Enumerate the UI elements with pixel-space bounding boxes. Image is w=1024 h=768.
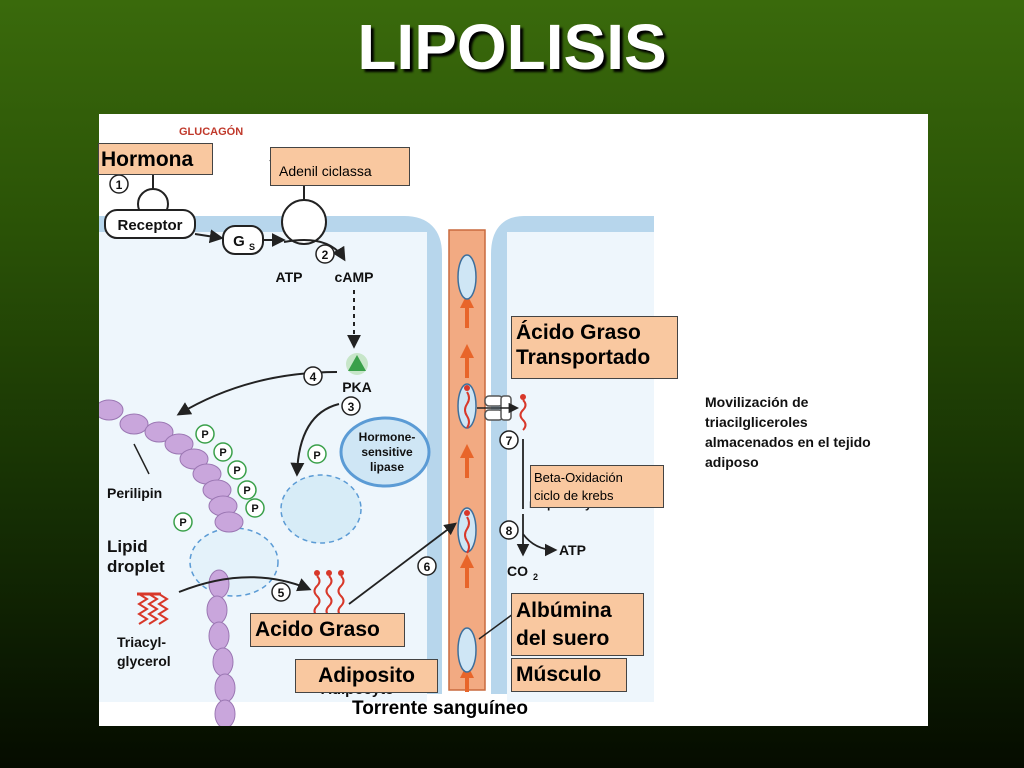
step-circle	[271, 582, 291, 602]
fatty-acid-to-albumin-arrow	[348, 522, 458, 605]
step-4-label: 4	[310, 370, 317, 384]
gs-label: G	[233, 233, 245, 250]
muscle-fatty-acid	[519, 399, 527, 431]
phosphate-label: P	[179, 517, 186, 529]
acido-graso-label: Acido Graso	[250, 613, 405, 647]
phosphate-label: P	[313, 450, 320, 462]
perilipin-pointer	[133, 443, 150, 475]
pka-triangle	[348, 355, 366, 371]
step-circle	[417, 556, 437, 576]
hormone-sensitive-lipase	[339, 416, 431, 488]
phosphate-label: P	[201, 429, 208, 441]
hsl-label-2: sensitive	[361, 445, 413, 459]
atp-to-camp-arrow	[283, 239, 346, 262]
diagram-panel: GLUCAGÓN Receptor 1 G S 2 ATP cAMP PKA	[99, 114, 928, 726]
step-3-label: 3	[348, 400, 355, 414]
pka-label: PKA	[342, 379, 372, 395]
glucagon-label: GLUCAGÓN	[179, 125, 243, 138]
lipid-droplet-label-2: droplet	[107, 557, 165, 576]
beta-oxidacion-label: Beta-Oxidación ciclo de krebs	[530, 465, 664, 508]
caption-line-1: Movilización de	[705, 394, 809, 410]
phosphate-circle	[307, 444, 327, 464]
fatty-acid-in-albumin	[464, 516, 470, 554]
hsl-label-1: Hormone-	[359, 430, 416, 444]
acido-graso-transportado-label: Ácido Graso Transportado	[511, 316, 678, 379]
step-circle	[499, 430, 519, 450]
musculo-label: Músculo	[511, 658, 627, 692]
camp-label: cAMP	[335, 269, 374, 285]
atp-label: ATP	[276, 269, 303, 285]
phosphate-groups	[173, 424, 265, 532]
adiposito-label: Adiposito	[295, 659, 438, 693]
albumina-label: Albúmina del suero	[511, 593, 644, 656]
flow-arrow	[460, 554, 474, 588]
albumina-line-1: Albúmina	[516, 599, 612, 622]
tag-to-fatty-acid-arrow	[178, 576, 312, 593]
gs-subscript: S	[249, 242, 255, 252]
receptor-label: Receptor	[117, 217, 182, 234]
slide-title: LIPOLISIS	[357, 11, 667, 83]
free-fatty-acids	[313, 575, 345, 617]
muscle-membrane	[491, 216, 654, 694]
adenylyl-cyclase	[281, 199, 327, 245]
flow-arrow	[460, 344, 474, 378]
fatty-acid-heads	[314, 570, 344, 576]
fatty-acid-head	[464, 385, 470, 391]
caption-line-4: adiposo	[705, 454, 759, 470]
triacylglycerol-icon	[137, 592, 169, 625]
fatty-acid-in-albumin	[464, 391, 470, 429]
beta-oxidacion-line-2: ciclo de krebs	[534, 487, 614, 503]
hormona-label: Hormona	[98, 143, 213, 175]
torrente-sanguineo-label: Torrente sanguíneo	[352, 698, 528, 719]
atp-output-label: ATP	[559, 542, 586, 558]
phosphate-label: P	[233, 465, 240, 477]
albumin-oval	[457, 627, 477, 673]
to-atp-arrow	[522, 533, 558, 557]
step-1-label: 1	[116, 178, 123, 192]
lipolysis-diagram: GLUCAGÓN Receptor 1 G S 2 ATP cAMP PKA	[99, 125, 871, 726]
receptor-body	[104, 209, 196, 239]
acido-graso-transportado-line-1: Ácido Graso	[516, 321, 641, 344]
perilipin-chain	[99, 399, 244, 533]
step-circle	[303, 366, 323, 386]
beta-oxidacion-line-1: Beta-Oxidación	[534, 470, 623, 485]
lipid-droplet-dashed	[189, 527, 279, 597]
step-8-label: 8	[506, 524, 513, 538]
pka-to-hsl-arrow	[290, 403, 340, 477]
lipid-droplet-label-1: Lipid	[107, 537, 148, 556]
fatty-acid-head	[464, 510, 470, 516]
flow-arrow	[460, 444, 474, 478]
phosphate-label: P	[243, 485, 250, 497]
step-5-label: 5	[278, 586, 285, 600]
phosphate-label: P	[219, 447, 226, 459]
phosphate-letters: P P P P P P	[179, 429, 258, 529]
step-6-label: 6	[424, 560, 431, 574]
triacylglycerol-label-1: Triacyl-	[117, 634, 166, 650]
acido-graso-transportado-line-2: Transportado	[516, 346, 651, 370]
step-circle	[315, 244, 335, 264]
triacylglycerol-label-2: glycerol	[117, 653, 171, 669]
step-circle	[109, 174, 129, 194]
adipocyte-membrane	[99, 216, 442, 694]
step-7-label: 7	[506, 434, 513, 448]
receptor-to-gs-arrow	[194, 229, 224, 244]
albumina-line-2: del suero	[516, 627, 610, 651]
adenil-ciclassa-label: Adenil ciclassa	[270, 147, 410, 186]
perilipin-label: Perilipin	[107, 485, 162, 501]
hsl-label-3: lipase	[370, 460, 404, 474]
co2-label: CO	[507, 563, 528, 579]
step-circle	[341, 396, 361, 416]
albumin-oval	[457, 254, 477, 300]
step-2-label: 2	[322, 248, 329, 262]
caption-line-3: almacenados en el tejido	[705, 434, 871, 450]
albumin-pointer	[478, 613, 514, 640]
fatty-acid-head	[520, 394, 526, 400]
lipid-droplet-edge	[206, 569, 236, 726]
flow-arrow	[460, 294, 474, 328]
co2-subscript: 2	[533, 572, 538, 582]
active-lipase	[280, 474, 362, 544]
phosphate-label: P	[251, 503, 258, 515]
caption-line-2: triacilgliceroles	[705, 414, 808, 430]
step-circle	[499, 520, 519, 540]
